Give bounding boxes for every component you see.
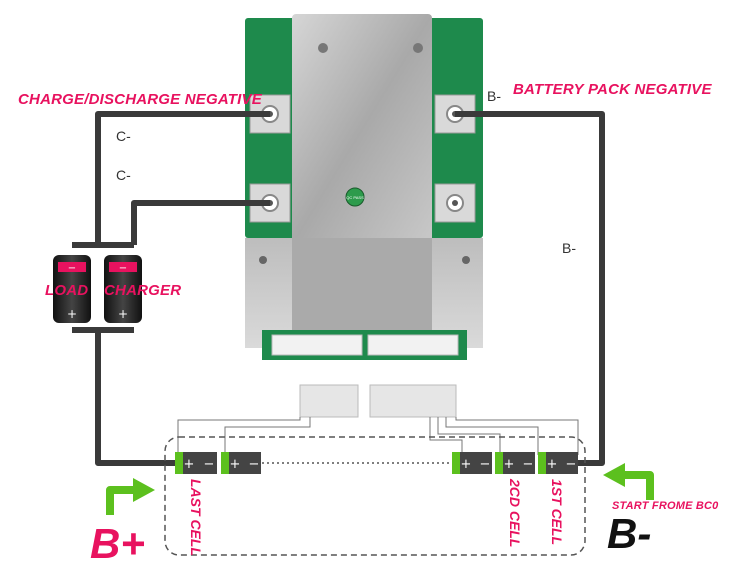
balance-wires: [177, 417, 579, 455]
label-charge-discharge-negative: CHARGE/DISCHARGE NEGATIVE: [18, 91, 262, 108]
screw-icon: [413, 43, 423, 53]
harness-plug: [369, 384, 457, 418]
plus-glyph: +: [184, 457, 195, 472]
plus-glyph: +: [67, 307, 77, 321]
cell-second-last: + −: [221, 452, 261, 474]
charger-battery: − +: [104, 255, 142, 323]
label-last-cell: LAST CELL: [188, 479, 204, 556]
label-battery-pack-negative: BATTERY PACK NEGATIVE: [513, 81, 712, 98]
cells: + − + − + − + − + −: [175, 452, 578, 474]
label-c-minus-top: C-: [116, 128, 131, 144]
label-c-minus-bottom: C-: [116, 167, 131, 183]
label-2cd-cell: 2CD CELL: [507, 479, 523, 548]
screw-icon: [259, 256, 267, 264]
qc-sticker-text: QC PASS: [346, 195, 364, 200]
screw-icon: [462, 256, 470, 264]
plus-glyph: +: [504, 457, 515, 472]
wire-load-charger-return: [95, 330, 178, 466]
plus-glyph: +: [118, 307, 128, 321]
balance-connector: [271, 334, 363, 356]
label-b-minus-side: B-: [562, 240, 576, 256]
plus-glyph: +: [461, 457, 472, 472]
cell-second: + −: [495, 452, 535, 474]
battery-pack-outline: [164, 436, 586, 556]
arrow-b-plus-icon: [106, 478, 155, 515]
heatsink-slot: [292, 238, 432, 333]
qc-sticker: [345, 187, 365, 207]
terminal-b-bottom: [434, 183, 476, 223]
plus-glyph: +: [547, 457, 558, 472]
minus-glyph: −: [68, 263, 76, 274]
label-b-minus-terminal: B-: [487, 88, 501, 104]
wire-c-bottom: [131, 200, 270, 245]
power-wires: [72, 111, 605, 466]
wire-b-negative: [455, 111, 605, 466]
load-battery: − +: [53, 255, 91, 323]
label-start-from-bc0: START FROME BC0: [612, 500, 719, 512]
cell-third: + −: [452, 452, 492, 474]
harness-plug: [299, 384, 359, 418]
minus-glyph: −: [249, 457, 260, 472]
label-load: LOAD: [45, 282, 89, 299]
arrow-b-minus-icon: [603, 463, 654, 500]
wire-c-top: [95, 111, 270, 245]
minus-glyph: −: [119, 263, 127, 274]
screw-icon: [318, 43, 328, 53]
label-charger: CHARGER: [104, 282, 182, 299]
label-1st-cell: 1ST CELL: [549, 479, 565, 546]
minus-glyph: −: [204, 457, 215, 472]
heatsink-top: [292, 14, 432, 244]
minus-glyph: −: [480, 457, 491, 472]
balance-connector: [367, 334, 459, 356]
minus-glyph: −: [566, 457, 577, 472]
label-b-plus: B+: [90, 520, 145, 567]
balance-harness: [177, 384, 579, 455]
plus-glyph: +: [230, 457, 241, 472]
cell-last: + −: [175, 452, 217, 474]
label-b-minus-big: B-: [607, 510, 652, 557]
cell-first: + −: [538, 452, 578, 474]
bms-board: QC PASS: [245, 14, 483, 360]
minus-glyph: −: [523, 457, 534, 472]
